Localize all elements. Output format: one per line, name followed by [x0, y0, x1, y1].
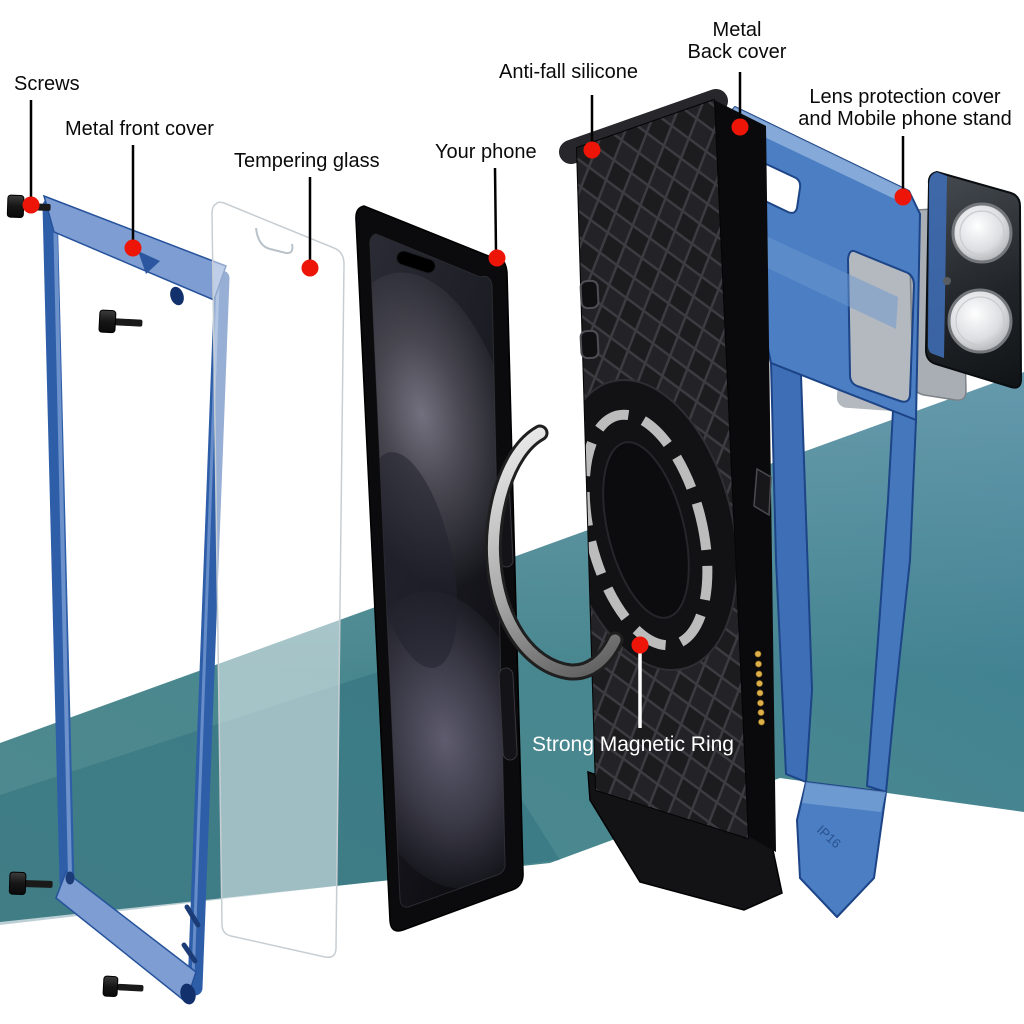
back-cover-right-rail [866, 410, 917, 793]
screw [98, 309, 143, 334]
screw [8, 871, 53, 895]
callout-dot-tempering-glass [301, 259, 319, 277]
label-lens-protection-cover: Lens protection cover and Mobile phone s… [798, 86, 1012, 131]
magsafe-ring-segments [579, 409, 713, 651]
label-metal-back-cover-line2: Back cover [687, 41, 787, 64]
label-anti-fall-silicone: Anti-fall silicone [499, 61, 638, 83]
tempering-glass [211, 201, 345, 959]
label-metal-back-cover-line1: Metal [712, 19, 762, 41]
glass-notch-cutline [255, 227, 294, 255]
camera-lens [947, 288, 1013, 354]
label-metal-back-cover: Metal Back cover [688, 19, 787, 64]
phone-side-button [498, 667, 518, 761]
charging-pins [754, 650, 765, 726]
callout-dot-lens-cover [894, 188, 912, 206]
dynamic-island [396, 250, 436, 274]
callout-dot-screws [22, 196, 40, 214]
case-button-slot [579, 279, 600, 310]
strong-magnetic-ring [484, 424, 624, 681]
label-screws: Screws [14, 73, 80, 95]
lens-protection-cover [924, 170, 1023, 389]
label-strong-magnetic-ring: Strong Magnetic Ring [532, 733, 734, 756]
screws [6, 194, 144, 998]
callout-dots [22, 118, 912, 654]
case-side-lock-button [753, 467, 772, 517]
metal-front-cover [42, 194, 230, 1005]
label-lens-cover-line1: Lens protection cover [809, 86, 1001, 108]
callout-dot-metal-back-cover [731, 118, 749, 136]
callout-lines [29, 72, 905, 728]
label-tempering-glass: Tempering glass [234, 150, 380, 172]
label-your-phone: Your phone [435, 141, 537, 163]
phone [355, 205, 524, 932]
anti-fall-silicone-case [559, 89, 783, 911]
flash-hole [943, 277, 951, 285]
screw [102, 975, 144, 998]
callout-dot-magnetic-ring [631, 636, 649, 654]
case-button-slot [579, 329, 600, 360]
label-metal-front-cover: Metal front cover [65, 118, 214, 140]
phone-wallpaper [369, 272, 506, 889]
callout-line-your-phone [493, 167, 498, 253]
callout-dot-metal-front-cover [124, 239, 142, 257]
label-lens-cover-line2: and Mobile phone stand [798, 108, 1012, 131]
camera-lens [951, 202, 1013, 264]
callout-dot-your-phone [488, 249, 506, 267]
callout-dot-anti-fall-silicone [583, 141, 601, 159]
